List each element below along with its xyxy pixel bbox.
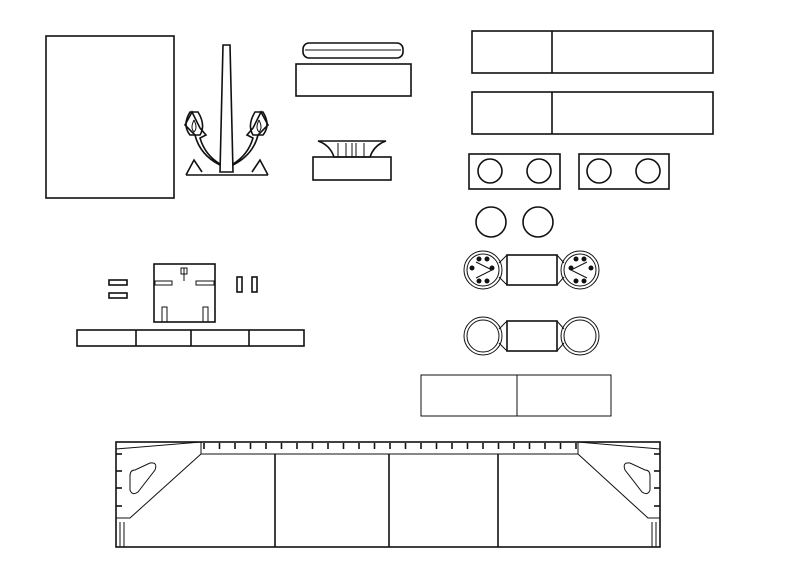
deckhouse-door [202, 306, 209, 323]
fluke-hole-right [256, 119, 262, 133]
small-slot [251, 276, 258, 293]
deckhouse-fitting [180, 267, 188, 281]
anchor-arm-right [232, 110, 269, 166]
plate-panel [45, 35, 175, 199]
anchor-crown [185, 158, 269, 176]
deckhouse-door [161, 306, 168, 323]
bitt-body [506, 320, 558, 352]
roller-bar [302, 42, 404, 59]
bitt-ring-right [560, 250, 600, 290]
deck-plate [420, 374, 612, 417]
small-slot [236, 276, 243, 293]
lightening-hole-right [623, 462, 651, 495]
hull-section [115, 441, 661, 548]
capstan-base [312, 156, 392, 181]
bitt-connector [498, 320, 565, 352]
bollard-post [477, 158, 503, 184]
round-hatch [475, 206, 507, 238]
bitt-ring-right-inner [563, 253, 597, 287]
deckhouse [153, 263, 216, 323]
bitt-outline-view [463, 316, 600, 356]
anchor-shank [219, 44, 234, 173]
side-stiffeners [116, 453, 660, 507]
roller-base [295, 63, 412, 97]
hull-outline [115, 441, 661, 548]
side-frames [119, 522, 657, 547]
double-bollards [468, 153, 670, 238]
bolt-holes [469, 256, 594, 284]
bitt-body [506, 254, 558, 286]
anchor-arm-left [184, 110, 221, 166]
bitt-ring-right [560, 316, 600, 356]
capstan [312, 140, 392, 181]
hatch-cover-1 [471, 30, 714, 74]
deckhouse-shelf [154, 280, 173, 286]
lightening-hole-left [129, 462, 157, 495]
bitt-connector [498, 254, 565, 286]
bollard-post [586, 158, 612, 184]
bitt-ring-left [463, 250, 503, 290]
bitt-ring-left-inner [466, 319, 500, 353]
roller-fairlead [295, 42, 412, 97]
anchor-fluke-right [249, 111, 268, 136]
bollard-base-2 [578, 153, 670, 190]
small-bar [108, 292, 128, 299]
hatch-cover-2 [471, 91, 714, 135]
small-bar [108, 279, 128, 286]
bitt-ring-left-inner [466, 253, 500, 287]
bollard-base-1 [468, 153, 561, 190]
hatch-covers [471, 30, 714, 135]
deckhouse-shelf [195, 280, 215, 286]
bollard-post [635, 158, 661, 184]
bitt-ring-right-inner [563, 319, 597, 353]
bitt-ring-left [463, 316, 503, 356]
deck-line [115, 441, 661, 455]
anchor-fluke-left [185, 111, 204, 136]
capstan-ribs [337, 143, 365, 157]
bollard-post [526, 158, 552, 184]
bitt-top-view [463, 250, 600, 290]
deckhouse-plan [76, 263, 305, 347]
round-hatch [522, 206, 554, 238]
bulkheads [274, 454, 499, 547]
deck-stiffeners [203, 443, 577, 449]
anchor [184, 44, 269, 176]
base-bar-dividers [135, 330, 250, 346]
side-brackets [116, 453, 660, 519]
fluke-hole-left [191, 119, 197, 133]
